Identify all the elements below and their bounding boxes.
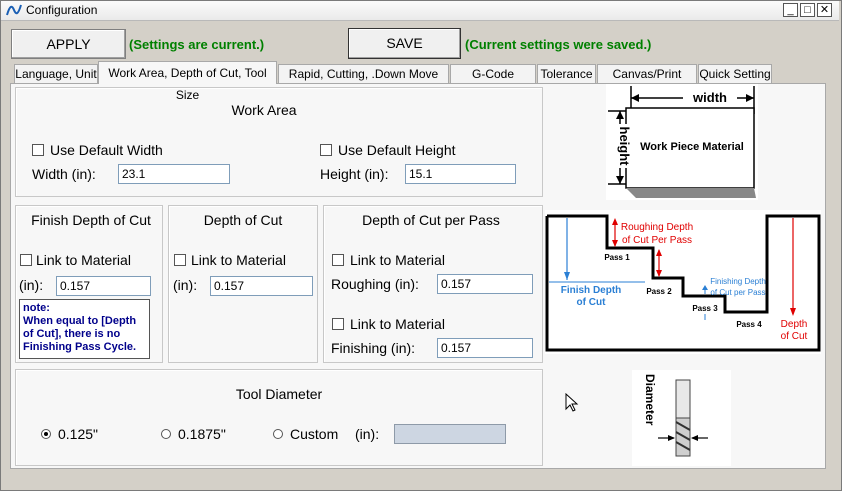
save-status-text: (Current settings were saved.): [465, 37, 652, 52]
pass-4-label: Pass 4: [736, 320, 762, 329]
tool-diameter-diagram-label: Diameter: [643, 374, 657, 426]
finish-depth-diagram-label-1: Finish Depth: [561, 285, 622, 296]
pass-2-label: Pass 2: [646, 287, 672, 296]
tool-diagram: Diameter: [632, 370, 731, 466]
title-bar[interactable]: [1, 1, 839, 21]
workpiece-diagram: width height Work Piece Material: [606, 84, 758, 200]
finish-link-material-label: Link to Material: [36, 252, 131, 268]
width-label: Width (in):: [32, 166, 96, 182]
height-label: Height (in):: [320, 166, 389, 182]
diameter-01875-label: 0.1875": [178, 426, 226, 442]
depth-of-cut-in-label: (in):: [173, 277, 198, 293]
depth-of-cut-title: Depth of Cut: [203, 212, 283, 228]
diameter-custom-label: Custom: [290, 426, 339, 442]
apply-status-text: (Settings are current.): [129, 37, 265, 52]
window-title: Configuration: [26, 3, 98, 17]
finish-link-material-checkbox[interactable]: [20, 254, 32, 266]
finishing-label: Finishing (in):: [331, 340, 416, 356]
diameter-0125-radio[interactable]: [41, 429, 51, 439]
roughing-link-material-label: Link to Material: [350, 252, 445, 268]
diameter-01875-radio[interactable]: [161, 429, 171, 439]
finishing-depth-label-1: Finishing Depth: [710, 277, 766, 286]
tab-canvas-print-color[interactable]: Canvas/Print Color: [597, 64, 697, 99]
height-input[interactable]: 15.1: [405, 164, 516, 184]
tab-work-area[interactable]: Work Area, Depth of Cut, Tool Size: [98, 61, 277, 102]
workpiece-width-label: width: [692, 90, 727, 105]
finishing-link-material-label: Link to Material: [350, 316, 445, 332]
depth-of-cut-diagram-label-2: of Cut: [781, 331, 808, 342]
finish-depth-note: note: When equal to [Depth of Cut], ther…: [19, 299, 150, 359]
finish-depth-input[interactable]: 0.157: [56, 276, 151, 296]
custom-diameter-in-label: (in):: [355, 426, 380, 442]
custom-diameter-input[interactable]: [394, 424, 506, 444]
tool-diameter-group: [15, 369, 543, 466]
roughing-label: Roughing (in):: [331, 276, 419, 292]
workpiece-height-label: height: [617, 127, 632, 167]
maximize-button[interactable]: □: [800, 3, 815, 17]
roughing-depth-label-1: Roughing Depth: [621, 222, 693, 233]
pass-1-label: Pass 1: [604, 253, 630, 262]
tab-gcode-options[interactable]: G-Code Options: [450, 64, 536, 99]
roughing-input[interactable]: 0.157: [437, 274, 533, 294]
app-logo-icon: [6, 4, 22, 16]
tab-quick-setting[interactable]: Quick Setting: [698, 64, 772, 83]
finishing-depth-label-2: of Cut per Pass: [710, 288, 765, 297]
work-area-title: Work Area: [231, 102, 297, 118]
roughing-depth-label-2: of Cut Per Pass: [622, 235, 692, 246]
tab-tolerance[interactable]: Tolerance: [537, 64, 596, 83]
apply-button[interactable]: APPLY: [11, 29, 126, 59]
finishing-input[interactable]: 0.157: [437, 338, 533, 358]
close-button[interactable]: ✕: [817, 3, 832, 17]
pass-3-label: Pass 3: [692, 304, 718, 313]
use-default-width-label: Use Default Width: [50, 142, 163, 158]
minimize-button[interactable]: _: [783, 3, 798, 17]
use-default-height-label: Use Default Height: [338, 142, 456, 158]
width-input[interactable]: 23.1: [118, 164, 230, 184]
finish-depth-title: Finish Depth of Cut: [31, 212, 151, 228]
workpiece-material-label: Work Piece Material: [640, 141, 744, 153]
tool-diameter-title: Tool Diameter: [235, 386, 323, 402]
tab-rapid-cutting[interactable]: Rapid, Cutting, .Down Move Rate: [278, 64, 449, 99]
diameter-0125-label: 0.125": [58, 426, 99, 442]
depth-link-material-checkbox[interactable]: [174, 254, 186, 266]
depth-of-cut-diagram: Finish Depth of Cut Roughing Depth of Cu…: [545, 210, 821, 354]
use-default-width-checkbox[interactable]: [32, 144, 44, 156]
use-default-height-checkbox[interactable]: [320, 144, 332, 156]
mouse-cursor-icon: [565, 393, 579, 412]
finish-depth-in-label: (in):: [19, 277, 44, 293]
depth-of-cut-input[interactable]: 0.157: [210, 276, 313, 296]
finish-depth-diagram-label-2: of Cut: [577, 297, 607, 308]
tab-language-unit[interactable]: Language, Unit: [14, 64, 98, 83]
depth-link-material-label: Link to Material: [191, 252, 286, 268]
roughing-link-material-checkbox[interactable]: [332, 254, 344, 266]
finishing-link-material-checkbox[interactable]: [332, 318, 344, 330]
save-button[interactable]: SAVE: [348, 28, 461, 59]
depth-per-pass-title: Depth of Cut per Pass: [362, 212, 500, 228]
diameter-custom-radio[interactable]: [273, 429, 283, 439]
depth-of-cut-diagram-label-1: Depth: [781, 319, 808, 330]
